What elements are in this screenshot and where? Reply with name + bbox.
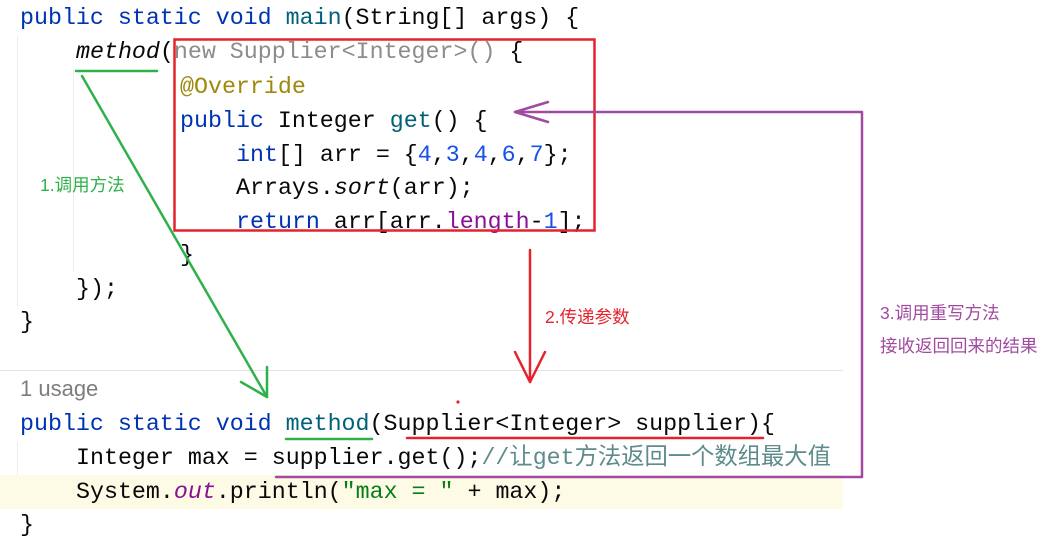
comment-text: //让get方法返回一个数组最大值 (481, 445, 831, 471)
code-token: ( (159, 39, 174, 65)
code-token: System. (76, 479, 174, 505)
closing-brace: } (20, 309, 34, 335)
code-token: , (431, 142, 446, 168)
indent-guide (73, 70, 74, 272)
code-line-sort[interactable]: Arrays. sort (arr); (236, 171, 474, 205)
step1-label: 1.调用方法 (40, 175, 125, 195)
method-separator (0, 370, 843, 371)
code-line-close-method[interactable]: } (20, 508, 34, 542)
code-token: , (459, 142, 474, 168)
code-line-close-main[interactable]: } (20, 305, 34, 339)
method-name-get: get (389, 108, 432, 134)
code-line-supplier-get[interactable]: Integer max = supplier.get(); //让get方法返回… (76, 441, 831, 475)
green-arrow-head (239, 365, 269, 399)
array-literal-number: 6 (501, 142, 516, 168)
keywords-public-static-void: public static void (20, 5, 286, 31)
array-literal-number: 7 (529, 142, 544, 168)
field-out: out (173, 479, 216, 505)
closing-brace: } (20, 512, 34, 538)
code-token: () { (431, 108, 488, 134)
code-token: , (487, 142, 502, 168)
array-literal-number: 4 (417, 142, 432, 168)
usage-hint-link[interactable]: 1 usage (20, 376, 99, 401)
code-token: .println( (215, 479, 342, 505)
keyword-int: int (236, 142, 278, 168)
code-token: ]; (557, 209, 586, 235)
code-token: - (529, 209, 544, 235)
array-literal-number: 3 (445, 142, 460, 168)
code-token: Arrays. (236, 175, 334, 201)
return-type: Integer (263, 108, 390, 134)
code-token: + max); (453, 479, 566, 505)
closing-brace: } (180, 242, 194, 268)
purple-arrow-head (513, 100, 550, 124)
anonymous-class-expression: new Supplier<Integer>() (173, 39, 496, 65)
keyword-return: return (236, 209, 320, 235)
array-literal-number: 4 (473, 142, 488, 168)
code-line-array-init[interactable]: int [] arr = { 4 , 3 , 4 , 6 , 7 }; (236, 138, 572, 172)
step3-label-line2: 接收返回回来的结果 (880, 336, 1038, 356)
method-name-method: method (285, 411, 370, 437)
code-token: [] arr = { (277, 142, 418, 168)
main-parameters: (String[] args) { (341, 5, 580, 31)
method-call-name: method (76, 39, 160, 65)
code-line-method-call[interactable]: method ( new Supplier<Integer>() { (76, 35, 523, 69)
static-method-sort: sort (333, 175, 390, 201)
method-name-main: main (285, 5, 342, 31)
code-line-println[interactable]: System. out .println( "max = " + max); (76, 475, 565, 509)
code-token: Integer max = supplier.get(); (76, 445, 482, 471)
red-arrow-head (513, 350, 547, 384)
code-line-get-signature[interactable]: public Integer get () { (180, 104, 488, 138)
string-literal: "max = " (341, 479, 454, 505)
code-token: (arr); (389, 175, 474, 201)
code-line-close-get[interactable]: } (180, 238, 194, 272)
code-line-return[interactable]: return arr[arr. length - 1 ]; (236, 205, 586, 239)
keywords-public-static-void: public static void (20, 411, 286, 437)
keyword-public: public (180, 108, 264, 134)
current-line-highlight (0, 475, 843, 509)
red-dot-mark (456, 400, 460, 404)
override-annotation: @Override (180, 74, 306, 100)
code-line-method-signature[interactable]: public static void method (Supplier<Inte… (20, 407, 775, 441)
code-line-main-signature[interactable]: public static void main (String[] args) … (20, 1, 579, 35)
step2-label: 2.传递参数 (545, 307, 630, 327)
code-token: }; (543, 142, 572, 168)
field-length: length (445, 209, 530, 235)
number-literal: 1 (543, 209, 558, 235)
step3-label-line1: 3.调用重写方法 (880, 303, 1000, 323)
closing-brace: }); (76, 276, 118, 302)
indent-guide (17, 36, 18, 306)
code-line-override[interactable]: @Override (180, 70, 306, 104)
code-token: , (515, 142, 530, 168)
code-token: arr[arr. (319, 209, 446, 235)
code-line-close-call[interactable]: }); (76, 272, 118, 306)
code-token: { (495, 39, 524, 65)
method-parameters: (Supplier<Integer> supplier){ (369, 411, 775, 437)
